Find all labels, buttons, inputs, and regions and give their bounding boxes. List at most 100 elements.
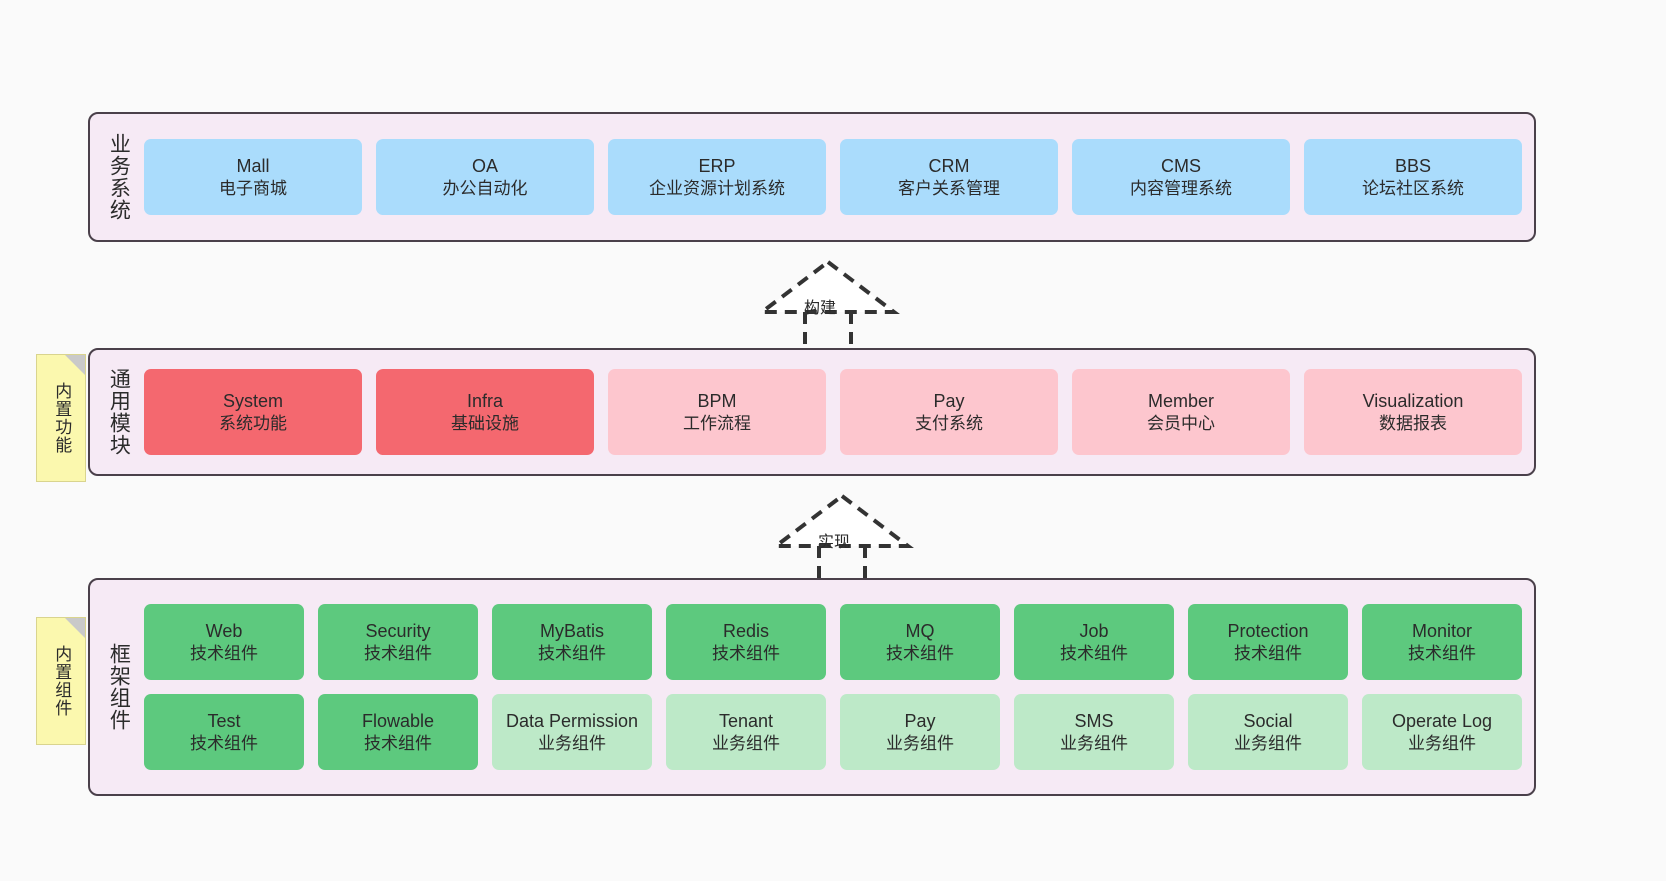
card-title: CRM xyxy=(928,155,970,176)
layer-label-business-system: 业务系统 xyxy=(107,133,131,221)
card-title: Redis xyxy=(722,620,770,641)
card-web[interactable]: Web 技术组件 xyxy=(144,604,304,680)
card-subtitle: 客户关系管理 xyxy=(898,178,1000,198)
card-security[interactable]: Security 技术组件 xyxy=(318,604,478,680)
card-subtitle: 论坛社区系统 xyxy=(1362,178,1464,198)
card-subtitle: 技术组件 xyxy=(190,733,258,753)
card-subtitle: 业务组件 xyxy=(1234,733,1302,753)
card-title: SMS xyxy=(1074,710,1114,731)
card-subtitle: 会员中心 xyxy=(1147,413,1215,433)
card-mq[interactable]: MQ 技术组件 xyxy=(840,604,1000,680)
connector-implement-label: 实现 xyxy=(818,534,851,551)
card-subtitle: 技术组件 xyxy=(1234,643,1302,663)
card-subtitle: 技术组件 xyxy=(1060,643,1128,663)
card-data-permission[interactable]: Data Permission 业务组件 xyxy=(492,694,652,770)
layer-label-framework-component: 框架组件 xyxy=(107,643,131,731)
card-subtitle: 业务组件 xyxy=(538,733,606,753)
card-title: Flowable xyxy=(361,710,435,731)
card-title: CMS xyxy=(1161,155,1201,176)
card-operate-log[interactable]: Operate Log 业务组件 xyxy=(1362,694,1522,770)
card-subtitle: 办公自动化 xyxy=(442,178,528,198)
card-monitor[interactable]: Monitor 技术组件 xyxy=(1362,604,1522,680)
layer-body-business-system: Mall 电子商城 OA 办公自动化 ERP 企业资源计划系统 CRM 客户关系… xyxy=(140,114,1534,240)
card-infra[interactable]: Infra 基础设施 xyxy=(376,369,594,455)
card-mybatis[interactable]: MyBatis 技术组件 xyxy=(492,604,652,680)
card-subtitle: 企业资源计划系统 xyxy=(649,178,785,198)
layer-body-framework-component: Web 技术组件 Security 技术组件 MyBatis 技术组件 Redi… xyxy=(140,580,1534,794)
card-title: Tenant xyxy=(718,710,774,731)
card-subtitle: 技术组件 xyxy=(712,643,780,663)
connector-implement: 实现 xyxy=(770,492,914,582)
card-subtitle: 技术组件 xyxy=(364,733,432,753)
card-pay[interactable]: Pay 支付系统 xyxy=(840,369,1058,455)
card-title: Infra xyxy=(466,390,504,411)
card-visualization[interactable]: Visualization 数据报表 xyxy=(1304,369,1522,455)
card-protection[interactable]: Protection 技术组件 xyxy=(1188,604,1348,680)
card-subtitle: 技术组件 xyxy=(190,643,258,663)
card-subtitle: 系统功能 xyxy=(219,413,287,433)
card-title: MyBatis xyxy=(539,620,604,641)
card-social[interactable]: Social 业务组件 xyxy=(1188,694,1348,770)
note-builtin-component: 内置组件 xyxy=(36,617,86,745)
card-title: OA xyxy=(471,155,498,176)
card-erp[interactable]: ERP 企业资源计划系统 xyxy=(608,139,826,215)
layer-body-common-module: System 系统功能 Infra 基础设施 BPM 工作流程 Pay 支付系统 xyxy=(140,350,1534,474)
layer-common-module: 通用模块 System 系统功能 Infra 基础设施 BPM 工作流程 xyxy=(88,348,1536,476)
card-oa[interactable]: OA 办公自动化 xyxy=(376,139,594,215)
note-text: 内置组件 xyxy=(52,645,72,717)
card-title: Web xyxy=(205,620,243,641)
card-subtitle: 技术组件 xyxy=(538,643,606,663)
card-member[interactable]: Member 会员中心 xyxy=(1072,369,1290,455)
card-sms[interactable]: SMS 业务组件 xyxy=(1014,694,1174,770)
card-subtitle: 业务组件 xyxy=(712,733,780,753)
card-subtitle: 技术组件 xyxy=(1408,643,1476,663)
card-bpm[interactable]: BPM 工作流程 xyxy=(608,369,826,455)
card-system[interactable]: System 系统功能 xyxy=(144,369,362,455)
connector-implement-shape xyxy=(770,493,914,582)
card-subtitle: 电子商城 xyxy=(219,178,287,198)
card-title: Security xyxy=(365,620,431,641)
card-subtitle: 业务组件 xyxy=(1408,733,1476,753)
card-title: Mall xyxy=(236,155,270,176)
card-subtitle: 支付系统 xyxy=(915,413,983,433)
card-flowable[interactable]: Flowable 技术组件 xyxy=(318,694,478,770)
connector-build: 构建 xyxy=(756,258,900,348)
note-fold-corner-icon xyxy=(65,618,85,638)
card-title: Data Permission xyxy=(505,710,639,731)
card-title: MQ xyxy=(905,620,935,641)
card-title: BBS xyxy=(1394,155,1432,176)
card-title: Pay xyxy=(933,390,965,411)
card-subtitle: 技术组件 xyxy=(364,643,432,663)
card-pay-business[interactable]: Pay 业务组件 xyxy=(840,694,1000,770)
note-text: 内置功能 xyxy=(52,382,72,454)
card-title: Job xyxy=(1079,620,1109,641)
note-fold-corner-icon xyxy=(65,355,85,375)
card-title: Pay xyxy=(904,710,936,731)
card-row: System 系统功能 Infra 基础设施 BPM 工作流程 Pay 支付系统 xyxy=(144,369,1522,455)
card-test[interactable]: Test 技术组件 xyxy=(144,694,304,770)
card-row: Mall 电子商城 OA 办公自动化 ERP 企业资源计划系统 CRM 客户关系… xyxy=(144,139,1522,215)
card-bbs[interactable]: BBS 论坛社区系统 xyxy=(1304,139,1522,215)
card-title: Member xyxy=(1147,390,1214,411)
note-builtin-function: 内置功能 xyxy=(36,354,86,482)
card-cms[interactable]: CMS 内容管理系统 xyxy=(1072,139,1290,215)
card-row: Web 技术组件 Security 技术组件 MyBatis 技术组件 Redi… xyxy=(144,604,1522,680)
card-title: System xyxy=(222,390,283,411)
card-subtitle: 业务组件 xyxy=(1060,733,1128,753)
card-subtitle: 基础设施 xyxy=(451,413,519,433)
card-subtitle: 业务组件 xyxy=(886,733,954,753)
card-subtitle: 内容管理系统 xyxy=(1130,178,1232,198)
card-title: Social xyxy=(1243,710,1293,731)
card-title: ERP xyxy=(698,155,736,176)
card-job[interactable]: Job 技术组件 xyxy=(1014,604,1174,680)
card-redis[interactable]: Redis 技术组件 xyxy=(666,604,826,680)
card-mall[interactable]: Mall 电子商城 xyxy=(144,139,362,215)
card-subtitle: 工作流程 xyxy=(683,413,751,433)
card-title: Operate Log xyxy=(1391,710,1493,731)
layer-business-system: 业务系统 Mall 电子商城 OA 办公自动化 ERP 企业资源计划系统 xyxy=(88,112,1536,242)
card-tenant[interactable]: Tenant 业务组件 xyxy=(666,694,826,770)
card-row: Test 技术组件 Flowable 技术组件 Data Permission … xyxy=(144,694,1522,770)
card-crm[interactable]: CRM 客户关系管理 xyxy=(840,139,1058,215)
card-title: Visualization xyxy=(1362,390,1464,411)
